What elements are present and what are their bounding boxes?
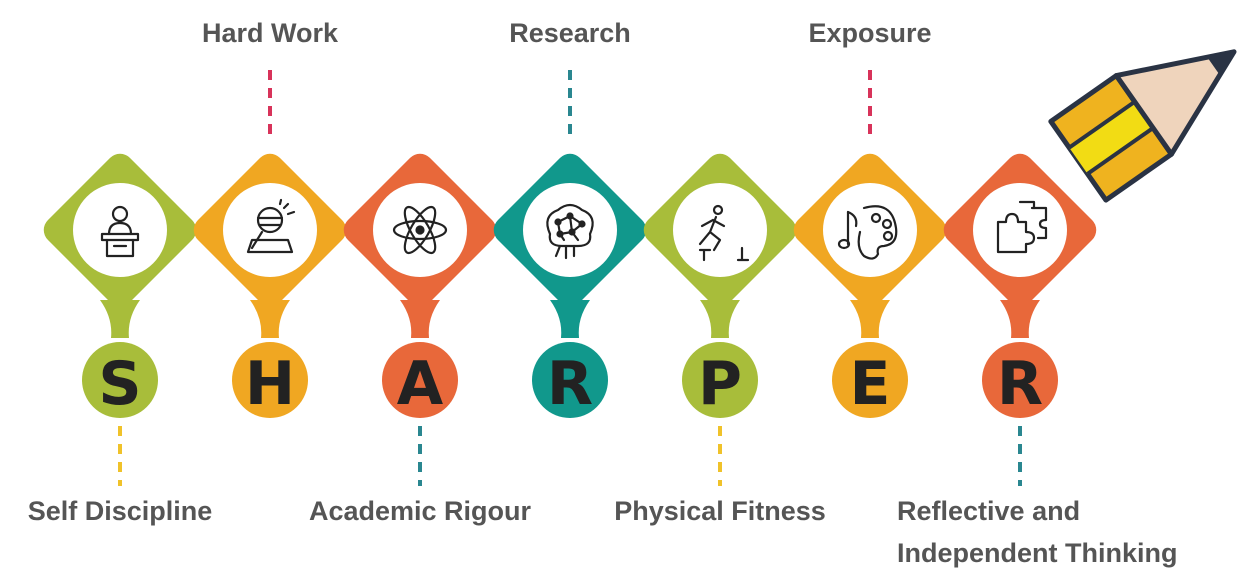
step-4-r: R Research [493, 18, 647, 419]
step-letter: R [997, 349, 1043, 419]
step-label: Research [509, 18, 631, 48]
letter-circle [82, 342, 158, 418]
neural-brain-icon [546, 203, 594, 260]
stem-shape [100, 300, 140, 338]
letter-circle [982, 342, 1058, 418]
step-label: Reflective and [897, 496, 1080, 526]
stem-shape [1000, 300, 1040, 338]
step-letter: H [245, 349, 295, 419]
letter-circle [232, 342, 308, 418]
step-3-a: A Academic Rigour [309, 153, 532, 526]
music-palette-icon [837, 205, 898, 260]
step-label-line2: Independent Thinking [897, 538, 1177, 568]
letter-circle [682, 342, 758, 418]
step-2-h: H Hard Work [193, 18, 347, 419]
puzzle-pieces-icon [996, 200, 1048, 254]
step-label: Physical Fitness [614, 496, 826, 526]
step-5-p: P Physical Fitness [614, 153, 826, 526]
icon-circle [73, 183, 167, 277]
step-letter: A [397, 349, 444, 419]
step-6-e: E Exposure [793, 18, 947, 419]
stem-shape [700, 300, 740, 338]
hurdle-runner-icon [698, 204, 750, 262]
letter-circle [382, 342, 458, 418]
letter-circle [832, 342, 908, 418]
icon-circle [823, 183, 917, 277]
icon-circle [673, 183, 767, 277]
stem-shape [550, 300, 590, 338]
stem-shape [850, 300, 890, 338]
step-label: Self Discipline [28, 496, 213, 526]
step-letter: S [98, 349, 141, 419]
icon-circle [973, 183, 1067, 277]
step-label: Exposure [808, 18, 931, 48]
step-label: Academic Rigour [309, 496, 532, 526]
icon-circle [223, 183, 317, 277]
step-letter: E [850, 349, 891, 419]
step-letter: R [547, 349, 593, 419]
stem-shape [400, 300, 440, 338]
step-letter: P [698, 349, 742, 419]
step-1-s: S Self Discipline [28, 153, 213, 526]
letter-circle [532, 342, 608, 418]
lecturer-podium-icon [100, 205, 140, 258]
student-writing-icon [246, 198, 296, 254]
stem-shape [250, 300, 290, 338]
pencil-icon [1048, 49, 1237, 203]
step-label: Hard Work [202, 18, 339, 48]
atom-icon [392, 205, 448, 255]
